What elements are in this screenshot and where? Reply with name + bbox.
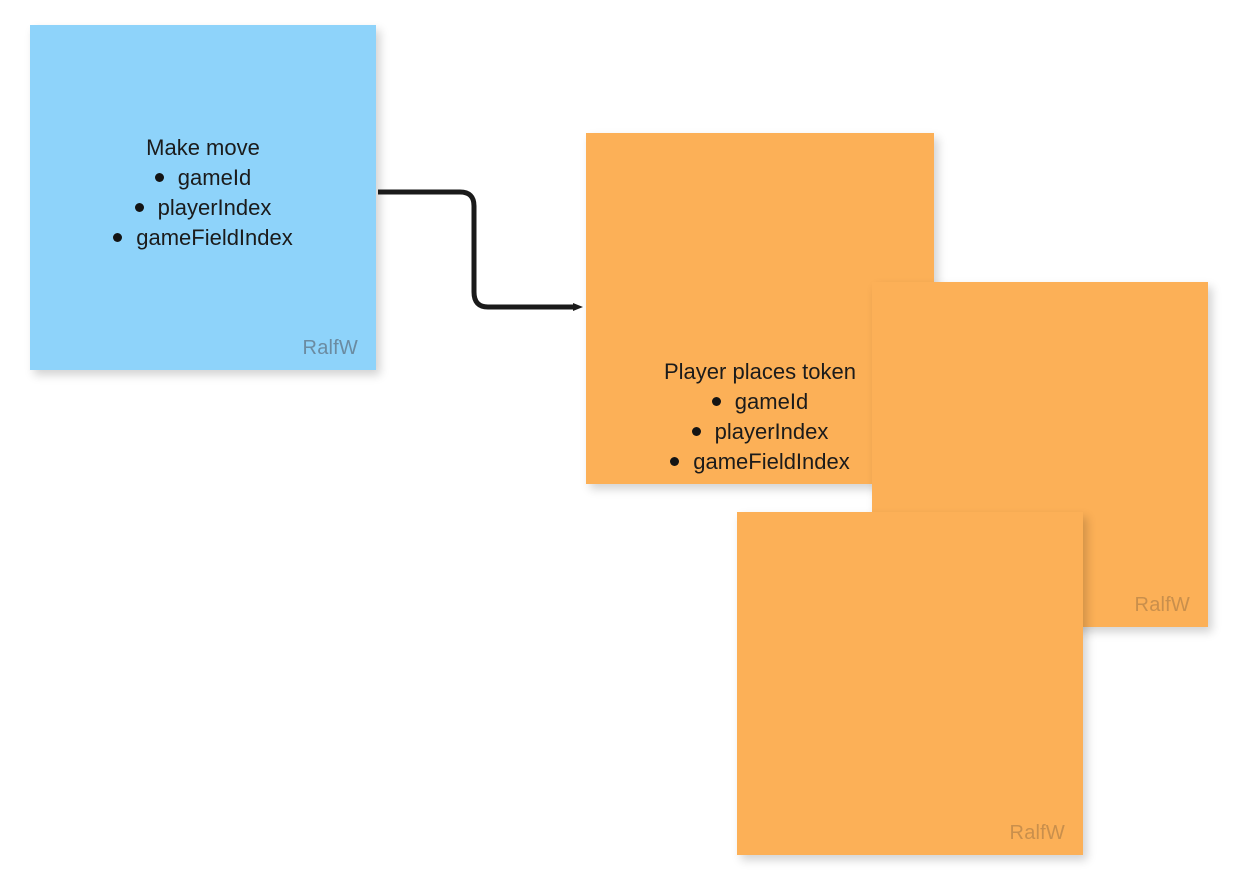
bullet-icon [711, 396, 721, 406]
note-author: RalfW [302, 337, 358, 359]
note-title: Make move [146, 135, 260, 160]
note-attribute: gameId [586, 387, 934, 417]
bullet-icon [691, 426, 701, 436]
sticky-note-make-move[interactable]: Make move gameId playerIndex gameFieldIn… [30, 25, 376, 370]
sticky-note-current-player-changed[interactable]: Current player changed gameId currentPla… [737, 512, 1083, 855]
note-attribute-list: gameId playerIndex gameFieldIndex [30, 163, 376, 253]
bullet-icon [113, 232, 123, 242]
note-attribute-label: playerIndex [157, 195, 272, 220]
bullet-icon [670, 456, 680, 466]
note-author: RalfW [1134, 594, 1190, 616]
bullet-icon [134, 202, 144, 212]
note-content: Make move gameId playerIndex gameFieldIn… [30, 133, 376, 253]
note-attribute-label: gameId [734, 389, 809, 414]
note-attribute-label: playerIndex [714, 419, 829, 444]
bullet-icon [154, 172, 164, 182]
note-attribute: playerIndex [586, 417, 934, 447]
note-title: Player places token [664, 359, 856, 384]
note-attribute-label: gameId [177, 165, 252, 190]
connector-path [378, 189, 583, 311]
note-attribute: playerIndex [30, 193, 376, 223]
note-content: Player places token gameId playerIndex g… [586, 357, 934, 477]
note-attribute: gameFieldIndex [30, 223, 376, 253]
note-attribute: gameId [30, 163, 376, 193]
note-attribute: gameFieldIndex [586, 447, 934, 477]
note-attribute-label: gameFieldIndex [693, 449, 850, 474]
note-attribute-list: gameId playerIndex gameFieldIndex [586, 387, 934, 477]
note-attribute-label: gameFieldIndex [136, 225, 293, 250]
note-author: RalfW [1009, 822, 1065, 844]
